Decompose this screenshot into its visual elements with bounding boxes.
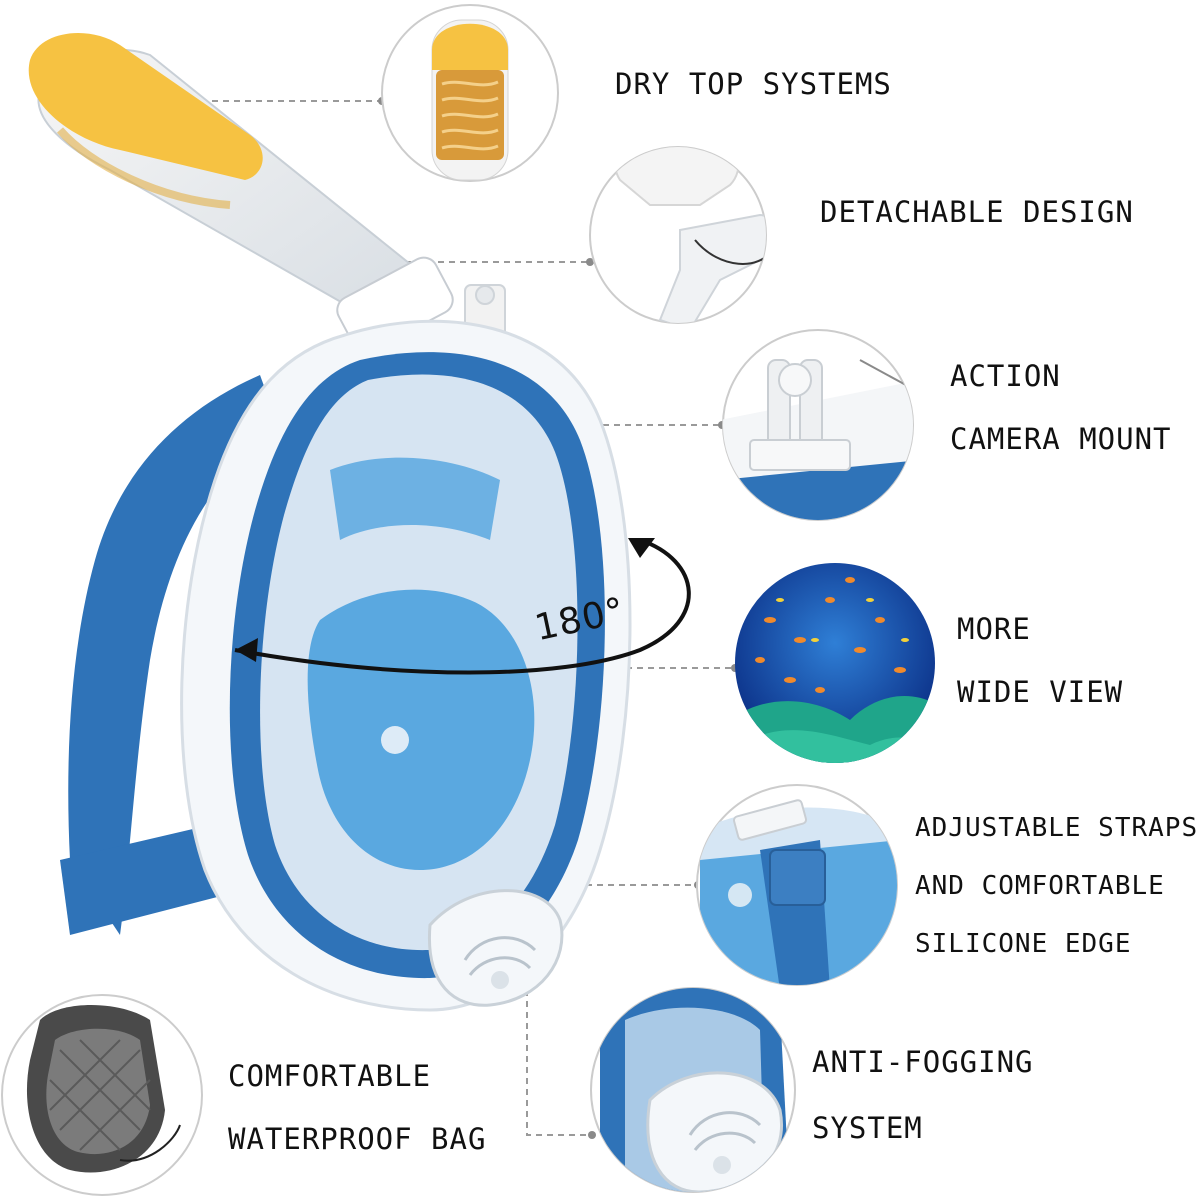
anti-fog-circle (590, 987, 796, 1193)
detachable-circle (589, 146, 767, 324)
head-strap (68, 375, 280, 935)
dry-top-circle (381, 4, 559, 182)
dry-top-valve (28, 33, 263, 180)
bag-circle (1, 994, 203, 1196)
bag-label-line1: COMFORTABLE (228, 1059, 432, 1093)
dry-top-label: DRY TOP SYSTEMS (615, 67, 892, 101)
straps-label-line3: SILICONE EDGE (915, 929, 1132, 959)
snorkel-tube (28, 33, 454, 354)
view-label-line2: WIDE VIEW (957, 675, 1124, 709)
fog-label-line2: SYSTEM (812, 1111, 923, 1145)
view-angle-arrow (234, 538, 691, 675)
straps-label-line1: ADJUSTABLE STRAPS (915, 813, 1197, 843)
camera-mount-circle (722, 329, 914, 521)
straps-circle (696, 784, 898, 986)
bag-label-line2: WATERPROOF BAG (228, 1122, 487, 1156)
wide-view-circle (735, 563, 935, 763)
camera-label-line2: CAMERA MOUNT (950, 422, 1172, 456)
chin-valve (427, 889, 564, 1007)
fog-label-line1: ANTI-FOGGING (812, 1045, 1034, 1079)
detachable-label: DETACHABLE DESIGN (820, 195, 1134, 229)
snorkel-mask (28, 33, 691, 1012)
camera-label-line1: ACTION (950, 359, 1061, 393)
nose-cup (307, 589, 535, 870)
straps-label-line2: AND COMFORTABLE (915, 871, 1165, 901)
view-label-line1: MORE (957, 612, 1031, 646)
